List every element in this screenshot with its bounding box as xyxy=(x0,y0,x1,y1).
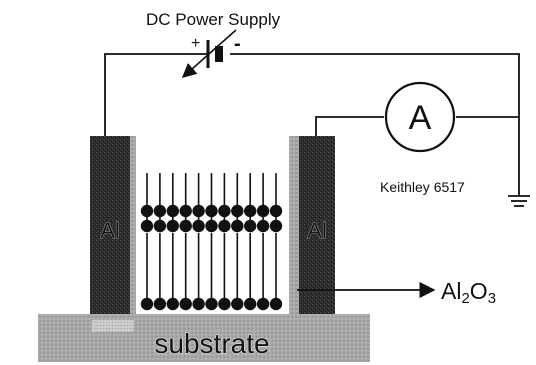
molecular-monolayer xyxy=(140,173,283,311)
head-group xyxy=(153,219,167,233)
head-group xyxy=(269,297,283,311)
head-group xyxy=(192,297,205,311)
substrate-label: substrate xyxy=(154,328,269,359)
left-oxide-layer xyxy=(130,136,136,314)
right-electrode-label: Al xyxy=(307,218,327,243)
left-lead-wire xyxy=(104,53,207,136)
ground-icon xyxy=(508,195,530,207)
head-group xyxy=(231,219,244,233)
head-group xyxy=(166,219,179,233)
battery-minus-sign: - xyxy=(234,33,241,55)
head-group xyxy=(166,297,179,311)
head-group xyxy=(140,219,154,233)
ammeter-symbol: A xyxy=(409,99,432,137)
right-oxide-layer xyxy=(289,136,299,314)
head-group xyxy=(192,219,205,233)
head-group xyxy=(179,204,192,218)
head-group xyxy=(231,204,244,218)
head-group xyxy=(218,297,231,311)
left-electrode-label: Al xyxy=(100,218,120,243)
head-group xyxy=(192,204,205,218)
head-group xyxy=(256,204,270,218)
head-group xyxy=(166,204,179,218)
head-group xyxy=(179,219,192,233)
right-lead-wire xyxy=(230,53,520,196)
head-group xyxy=(140,297,154,311)
variable-supply-arrow xyxy=(181,29,237,78)
head-group xyxy=(218,204,231,218)
head-group xyxy=(179,297,192,311)
substrate-scratch xyxy=(92,320,134,332)
head-group xyxy=(205,297,218,311)
head-group xyxy=(205,204,218,218)
head-group xyxy=(231,297,244,311)
oxide-formula-label: Al2O3 xyxy=(441,278,496,307)
head-group xyxy=(244,219,257,233)
power-supply-label: DC Power Supply xyxy=(146,10,281,29)
head-group xyxy=(269,204,283,218)
head-group xyxy=(269,219,283,233)
ammeter-circle xyxy=(384,81,456,153)
head-group xyxy=(256,219,270,233)
ammeter-lead-wire xyxy=(315,116,384,136)
head-group xyxy=(244,297,257,311)
battery-plus-sign: + xyxy=(191,35,200,52)
head-group xyxy=(140,204,154,218)
head-group xyxy=(244,204,257,218)
left-al-electrode xyxy=(90,136,130,314)
head-group xyxy=(205,219,218,233)
electrometer-label: Keithley 6517 xyxy=(380,179,465,195)
battery-short-plate xyxy=(215,46,223,62)
head-group xyxy=(256,297,270,311)
head-group xyxy=(153,204,167,218)
head-group xyxy=(218,219,231,233)
head-group xyxy=(153,297,167,311)
right-al-electrode xyxy=(299,136,335,314)
